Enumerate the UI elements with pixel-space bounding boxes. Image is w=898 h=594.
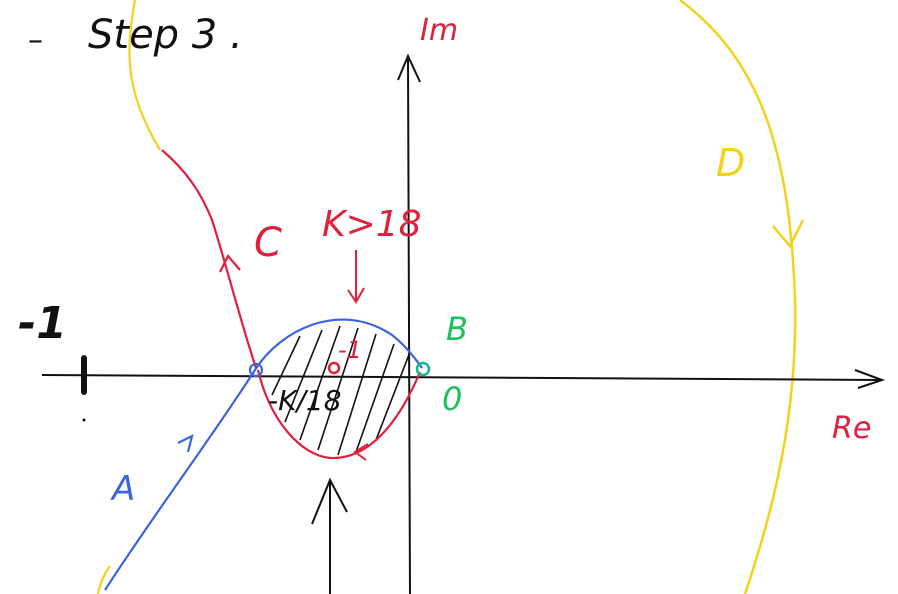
bottom-arrow-head: [311, 477, 348, 525]
real-axis-label: Re: [832, 411, 871, 446]
imag-axis: [407, 57, 411, 594]
label-a: A: [110, 469, 135, 509]
contour-c-curve: [161, 149, 258, 369]
contour-d-arrow: [772, 219, 805, 249]
contour-yellow-left: [128, 0, 161, 151]
point-red-inner: [327, 361, 341, 375]
label-c: C: [254, 220, 282, 266]
contour-yellow-bottom: [96, 565, 111, 594]
contour-d-arc: [679, 0, 797, 594]
minus-one-label: -1: [18, 298, 67, 349]
imag-axis-label: Im: [420, 13, 458, 48]
real-axis: [41, 374, 881, 381]
label-d: D: [716, 141, 745, 185]
point-blue-crossing: [248, 362, 264, 378]
hatched-region: [271, 325, 411, 456]
title-dash: –: [28, 23, 43, 58]
contour-red-lower-arrow: [353, 443, 369, 461]
label-inner-point-k: -K/18: [268, 384, 342, 417]
contour-c-arrow: [219, 254, 241, 273]
imag-axis-arrowhead: [397, 53, 421, 83]
stray-dot: [82, 418, 86, 422]
contour-a-arrow: [177, 433, 194, 453]
contour-red-lower: [256, 369, 422, 460]
contour-a-curve: [104, 318, 423, 591]
label-origin: 0: [442, 380, 462, 418]
label-k-condition: K>18: [322, 204, 422, 245]
point-origin: [415, 361, 431, 377]
label-b: B: [446, 310, 468, 348]
label-inner-point: -1: [338, 336, 362, 364]
k-arrow-head: [347, 287, 365, 304]
title-text: Step 3 .: [88, 12, 243, 58]
real-axis-arrowhead: [854, 369, 886, 389]
